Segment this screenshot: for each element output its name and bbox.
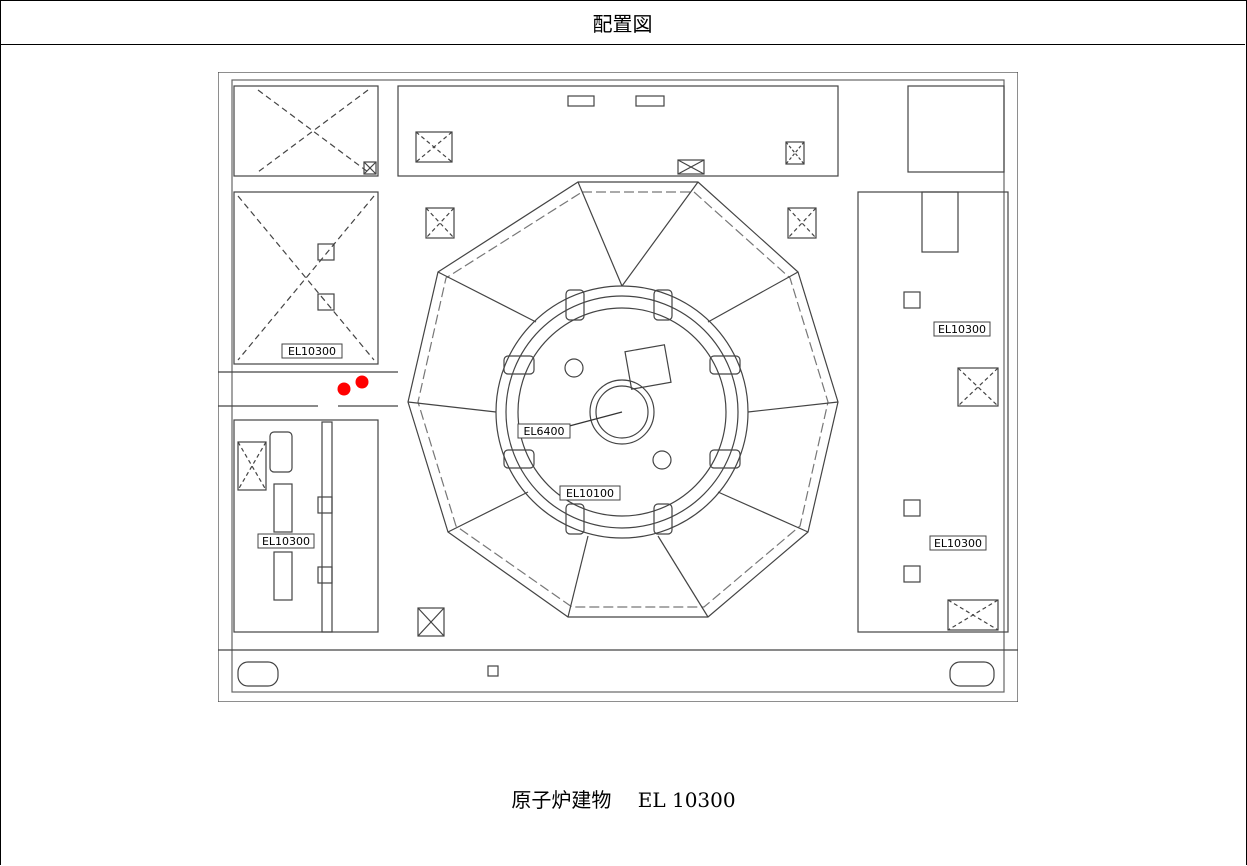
room-top-center: [397, 85, 839, 177]
room-top-left: [233, 85, 379, 177]
elevation-label-lower-left: EL10300: [262, 535, 310, 548]
containment-outer: [407, 181, 839, 618]
elevation-label-upper-left: EL10300: [288, 345, 336, 358]
drawing-caption: 原子炉建物 EL 10300: [511, 788, 736, 812]
elevation-label-center-inner: EL6400: [523, 425, 564, 438]
floor-plan: EL10300 EL10300 EL10300 EL10300 EL6400 E…: [218, 72, 1018, 702]
reactor-core: [589, 379, 655, 445]
location-marker: [337, 382, 351, 396]
room-lower-left: [233, 419, 379, 633]
elevation-label-center-ring: EL10100: [566, 487, 614, 500]
room-hatch-left: [233, 191, 379, 365]
elevation-label-right-upper: EL10300: [938, 323, 986, 336]
elevation-label-right-lower: EL10300: [934, 537, 982, 550]
location-marker: [355, 375, 369, 389]
page-title: 配置図: [0, 0, 1245, 45]
room-right-wing: [857, 191, 1009, 633]
